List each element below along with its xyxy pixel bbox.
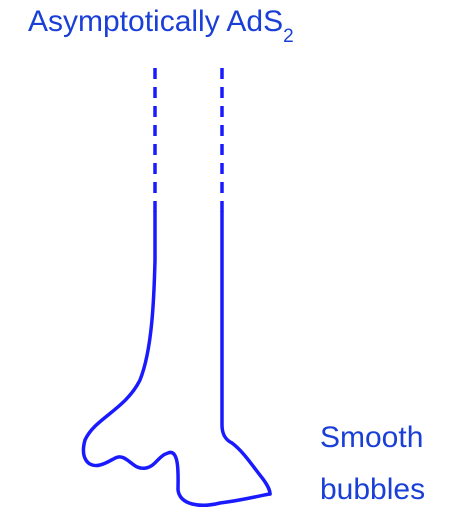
smooth-bubbles-label-line1: Smooth bbox=[320, 418, 423, 458]
smooth-bubbles-label-line2: bubbles bbox=[320, 470, 425, 510]
right-boundary-curve bbox=[222, 212, 270, 494]
left-boundary-curve bbox=[83, 212, 270, 505]
